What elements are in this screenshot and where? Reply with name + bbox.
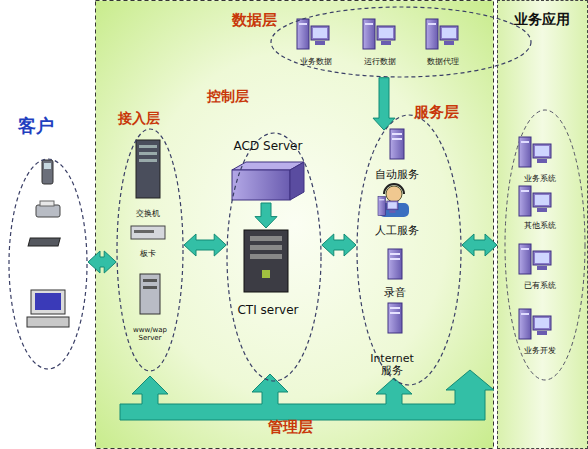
item-label: 已有系统 [506,281,574,290]
block-arrow-connector [184,234,226,256]
block-arrow-connector [322,234,356,256]
business-item: 业务系统 [506,135,574,183]
item-label: Internet 服务 [368,353,416,378]
service-item: Internet 服务 [364,300,420,378]
ellipse-outline [356,114,462,386]
board-device: 板卡 [126,222,170,258]
block-arrow-connector [255,203,277,228]
business-item: 业务开发 [506,307,574,355]
acd-server: ACD Server [226,140,310,202]
item-label: 业务数据 [288,57,344,66]
ellipse-outline [8,158,88,370]
ellipse-outline [270,6,532,78]
business-app-box: 业务应用业务系统其他系统已有系统业务开发 [497,0,588,449]
item-label: 运行数据 [352,57,408,66]
data-layer-ellipse: 数据层业务数据运行数据数据代理 [270,6,532,78]
ellipse-outline [357,115,461,385]
block-arrow-connector [373,78,395,130]
management-layer-label: 管理层 [268,418,313,437]
layer-heading: 服务层 [414,104,459,121]
item-label: 业务开发 [506,346,574,355]
block-arrow-connector [88,251,116,273]
layer-heading: 业务应用 [514,11,570,27]
item-label: 人工服务 [366,225,428,238]
layer-heading: 数据层 [232,12,277,29]
control-layer-ellipse: 控制层ACD ServerCTI server [226,132,322,382]
service-item: 人工服务 [366,186,428,238]
item-label: 数据代理 [415,57,471,66]
ellipse-outline [227,133,321,381]
service-item: 录音 [368,246,422,300]
item-label: 录音 [368,287,422,300]
customer-ellipse: 客户 [8,158,88,370]
block-arrow-connector [462,234,497,256]
item-label: 其他系统 [506,221,574,230]
item-label: www/wap Server [128,326,172,342]
data-item: 数据代理 [415,16,471,66]
ellipse-outline [117,129,183,371]
service-item: 自动服务 [366,126,428,182]
layer-heading: 接入层 [118,110,160,126]
layer-heading: 客户 [18,116,54,137]
item-label: 业务系统 [506,174,574,183]
web-server-device: www/wap Server [128,270,172,342]
item-label: 自动服务 [366,169,428,182]
switch-device: 交换机 [126,138,170,218]
ellipse-outline [9,159,87,369]
item-label: CTI server [232,304,304,318]
access-layer-ellipse: 接入层交换机板卡www/wap Server [116,128,184,372]
layer-heading: 控制层 [207,88,249,104]
ellipse-outline [226,132,322,382]
ellipse-outline [271,7,531,77]
item-label: 交换机 [126,209,170,218]
data-item: 业务数据 [288,16,344,66]
data-item: 运行数据 [352,16,408,66]
cti-server: CTI server [232,226,304,318]
business-item: 已有系统 [506,242,574,290]
business-item: 其他系统 [506,184,574,230]
service-layer-ellipse: 服务层自动服务人工服务录音Internet 服务 [356,114,462,386]
item-label: 板卡 [126,249,170,258]
item-label: ACD Server [226,140,310,154]
